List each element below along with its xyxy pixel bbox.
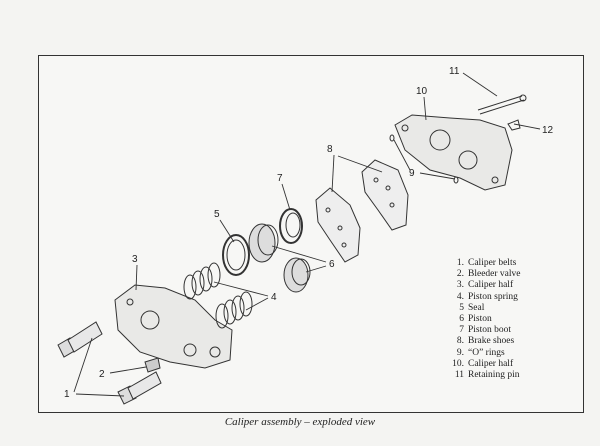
piston-boot [279,208,303,244]
legend-label: Seal [468,302,485,313]
callout-5: 5 [214,209,220,220]
callout-3: 3 [132,254,138,265]
piston-spring-2 [215,291,253,329]
retaining-pin [477,94,527,115]
callout-2: 2 [99,369,105,380]
seal [222,234,250,276]
legend-number: 10. [452,358,464,369]
legend-number: 4. [456,291,464,302]
legend-label: Piston boot [468,325,512,336]
callout-labels: 11 10 12 9 8 7 5 6 3 4 2 1 [64,66,554,400]
legend-number: 8. [456,336,464,347]
legend-label: Piston [468,314,492,325]
callout-10: 10 [416,86,428,97]
callout-1: 1 [64,389,70,400]
legend-item: 4. Piston spring [448,292,521,303]
legend-number: 5 [459,302,464,313]
callout-7: 7 [277,173,283,184]
legend-label: “O” rings [468,347,505,358]
brake-shoe-1 [315,187,361,263]
legend-number: 9. [456,347,464,358]
brake-shoe-2 [361,159,409,231]
legend-number: 6 [459,314,464,325]
legend-item: 3. Caliper half [448,280,521,291]
legend-item: 2. Bleeder valve [448,269,521,280]
piston-lower [283,257,311,293]
parts-legend: 1. Caliper belts 2. Bleeder valve 3. Caliper … [448,258,521,381]
legend-item: 11 Retaining pin [448,370,521,381]
leader-lines [73,72,541,397]
legend-item: 6 Piston [448,314,521,325]
piston-spring-1 [183,262,221,300]
legend-label: Caliper half [468,358,514,369]
bleeder-valve [144,357,161,373]
legend-label: Piston spring [468,291,518,302]
legend-item: 10. Caliper half [448,359,521,370]
legend-item: 8. Brake shoes [448,336,521,347]
caliper-half-left [114,284,233,369]
legend-item: 9. “O” rings [448,348,521,359]
legend-number: 7 [459,325,464,336]
caliper-bolt-lower [117,371,162,405]
legend-number: 2. [456,269,464,280]
legend-number: 1. [456,258,464,268]
legend-item: 1. Caliper belts [448,258,521,269]
legend-label: Bleeder valve [468,269,521,280]
callout-11: 11 [449,66,460,77]
legend-label: Retaining pin [468,370,520,381]
legend-number: 3. [456,280,464,291]
callout-9: 9 [409,168,415,179]
legend-item: 5 Seal [448,303,521,314]
legend-label: Caliper belts [468,258,517,268]
callout-8: 8 [327,144,333,155]
legend-label: Brake shoes [468,336,515,347]
caliper-half-right [394,114,513,191]
piston-upper [248,223,279,263]
callout-6: 6 [329,259,335,270]
callout-12: 12 [542,125,554,136]
legend-label: Caliper half [468,280,514,291]
figure-caption: Caliper assembly – exploded view [224,416,376,428]
legend-number: 11 [454,370,464,381]
clip [507,119,521,131]
diagram-frame [38,55,584,413]
caliper-bolt-upper [57,321,103,358]
legend-item: 7 Piston boot [448,325,521,336]
callout-4: 4 [271,292,277,303]
